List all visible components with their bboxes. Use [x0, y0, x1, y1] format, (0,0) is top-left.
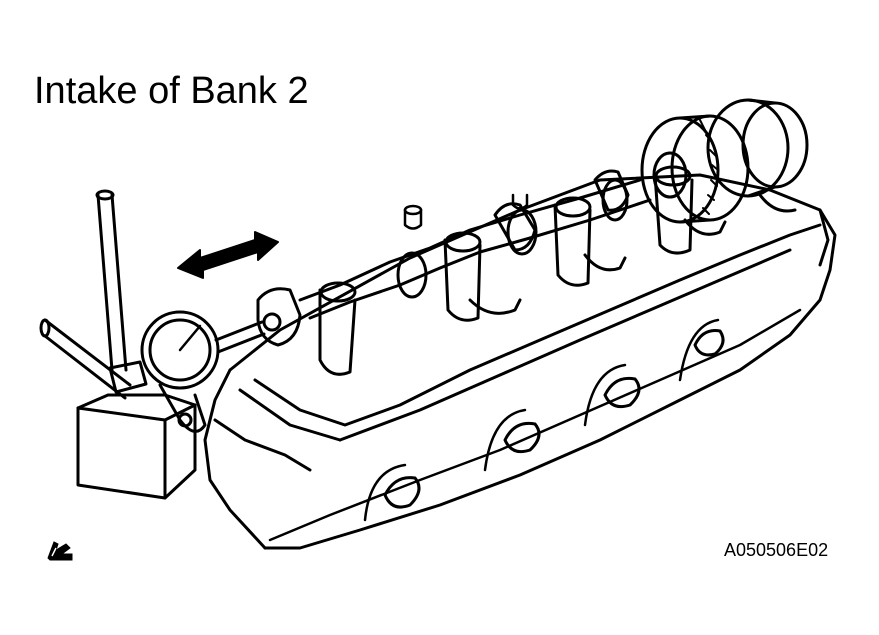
hand-pointer-icon	[47, 541, 73, 561]
figure-id: A050506E02	[724, 540, 829, 560]
magnetic-base	[76, 393, 197, 500]
diagram-title: Intake of Bank 2	[34, 70, 309, 112]
double-arrow	[177, 231, 279, 279]
camshaft	[298, 169, 652, 320]
cylinder-head	[203, 165, 837, 550]
dial-indicator	[39, 189, 302, 433]
timing-gear	[640, 98, 809, 224]
